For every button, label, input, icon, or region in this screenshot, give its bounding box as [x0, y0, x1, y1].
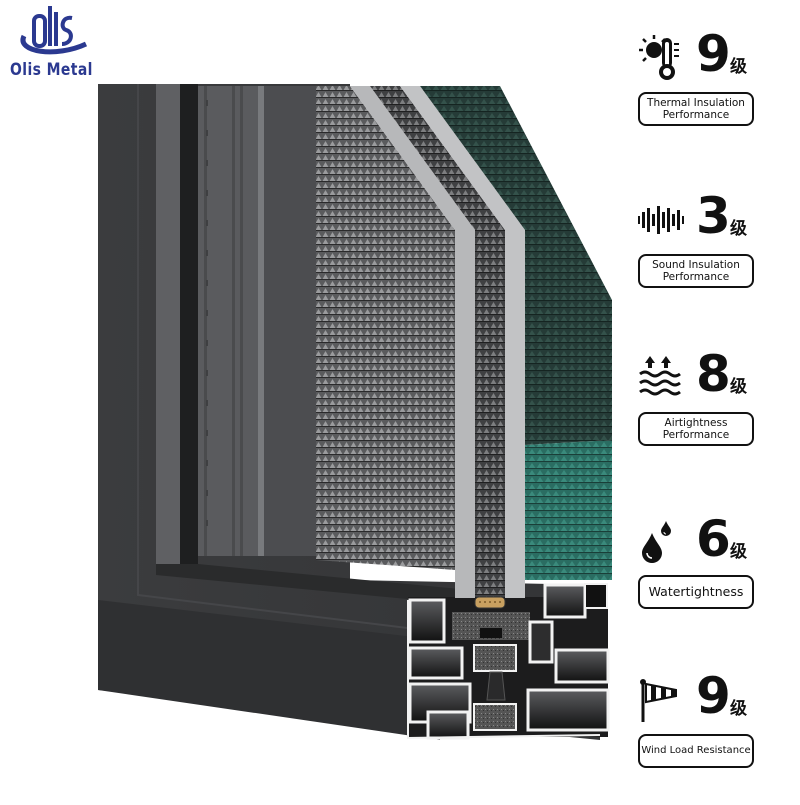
spec-label-line1: Airtightness [664, 417, 728, 429]
spec-label-line1: Wind Load Resistance [641, 745, 751, 756]
brand-name: Olis Metal [10, 60, 93, 80]
grade-unit: 级 [730, 542, 747, 562]
window-profile-image [98, 84, 612, 740]
water-drops-icon [638, 519, 686, 567]
spec-label-line1: Sound Insulation [652, 259, 740, 271]
air-waves-icon [638, 354, 686, 402]
spec-label-line1: Watertightness [648, 584, 744, 599]
spec-airtightness: 8 级 Airtightness Performance [630, 345, 770, 460]
spec-grade: 8 [696, 345, 731, 403]
grade-unit: 级 [730, 57, 747, 77]
spec-thermal-insulation: 9 级 Thermal Insulation Performance [630, 25, 770, 140]
thermometer-sun-icon [638, 34, 686, 82]
grade-unit: 级 [730, 377, 747, 397]
spec-label: Wind Load Resistance [638, 734, 754, 768]
spec-label-line1: Thermal Insulation [647, 97, 745, 109]
spec-label: Sound Insulation Performance [638, 254, 754, 288]
brand-logo[interactable]: Olis Metal [6, 2, 116, 82]
sound-wave-icon [638, 196, 686, 244]
spec-grade: 9 [696, 667, 731, 725]
spec-label: Watertightness [638, 575, 754, 609]
spec-label-line2: Performance [662, 109, 730, 121]
spec-label-line2: Performance [662, 271, 730, 283]
spec-sound-insulation: 3 级 Sound Insulation Performance [630, 187, 770, 302]
spec-wind-load-resistance: 9 级 Wind Load Resistance [630, 667, 770, 782]
grade-unit: 级 [730, 699, 747, 719]
spec-grade: 3 [696, 187, 731, 245]
windsock-icon [638, 676, 686, 724]
spec-label-line2: Performance [662, 429, 730, 441]
spec-grade: 9 [696, 25, 731, 83]
spec-watertightness: 6 级 Watertightness [630, 510, 770, 625]
olis-logo-icon [20, 6, 88, 55]
spec-label: Thermal Insulation Performance [638, 92, 754, 126]
grade-unit: 级 [730, 219, 747, 239]
spec-grade: 6 [696, 510, 731, 568]
spec-label: Airtightness Performance [638, 412, 754, 446]
